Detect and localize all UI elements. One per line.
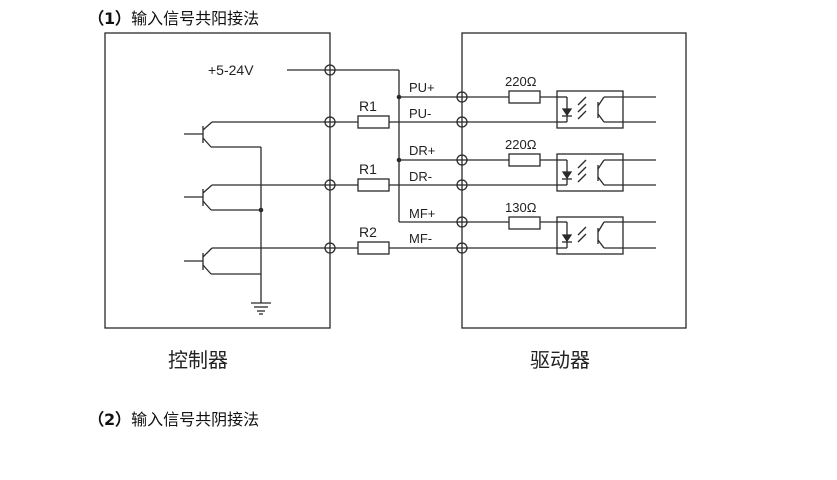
- section-1-heading: （1）输入信号共阳接法: [88, 5, 259, 29]
- terminal-icon: [456, 116, 468, 128]
- resistor-220-dr: [508, 153, 541, 167]
- terminal-label-pu-plus: PU+: [409, 80, 435, 95]
- resistor-r1-pu: [357, 115, 390, 129]
- resistor-label-220-pu: 220Ω: [505, 74, 537, 89]
- resistor-label-r1-dr: R1: [359, 161, 377, 177]
- terminal-icon: [456, 179, 468, 191]
- terminal-icon: [324, 64, 336, 76]
- section-2-title: 输入信号共阴接法: [131, 410, 260, 429]
- resistor-label-130-mf: 130Ω: [505, 200, 537, 215]
- optocoupler-icon-mf: [556, 216, 624, 255]
- terminal-icon: [324, 179, 336, 191]
- terminal-label-mf-plus: MF+: [409, 206, 435, 221]
- resistor-130-mf: [508, 216, 541, 230]
- transistor-pu: [184, 121, 261, 148]
- terminal-icon: [456, 154, 468, 166]
- terminal-connectors: [324, 64, 468, 254]
- terminal-label-mf-minus: MF-: [409, 231, 432, 246]
- terminal-label-dr-minus: DR-: [409, 169, 432, 184]
- transistor-mf: [184, 247, 261, 275]
- section-1-title: 输入信号共阳接法: [131, 9, 260, 28]
- section-2-number: （2）: [88, 410, 132, 429]
- driver-label: 驱动器: [530, 348, 590, 372]
- terminal-icon: [324, 116, 336, 128]
- resistor-label-r1-pu: R1: [359, 98, 377, 114]
- terminal-label-dr-plus: DR+: [409, 143, 435, 158]
- resistor-r1-dr: [357, 178, 390, 192]
- transistor-dr: [184, 184, 261, 211]
- junction-dot: [258, 207, 264, 213]
- controller-label: 控制器: [168, 348, 228, 372]
- terminal-icon: [456, 242, 468, 254]
- section-1-number: （1）: [88, 9, 132, 28]
- terminal-icon: [456, 216, 468, 228]
- terminal-icon: [456, 91, 468, 103]
- resistor-r2-mf: [357, 241, 390, 255]
- section-2-heading: （2）输入信号共阴接法: [88, 406, 259, 430]
- supply-label: +5-24V: [208, 62, 254, 78]
- ground-icon: [251, 302, 271, 315]
- optocoupler-icon-pu: [556, 90, 624, 129]
- junction-dots: [258, 94, 402, 213]
- resistor-220-pu: [508, 90, 541, 104]
- terminal-icon: [324, 242, 336, 254]
- junction-dot: [396, 157, 402, 163]
- optocoupler-icon-dr: [556, 153, 624, 192]
- resistor-label-220-dr: 220Ω: [505, 137, 537, 152]
- junction-dot: [396, 94, 402, 100]
- resistor-label-r2-mf: R2: [359, 224, 377, 240]
- terminal-label-pu-minus: PU-: [409, 106, 431, 121]
